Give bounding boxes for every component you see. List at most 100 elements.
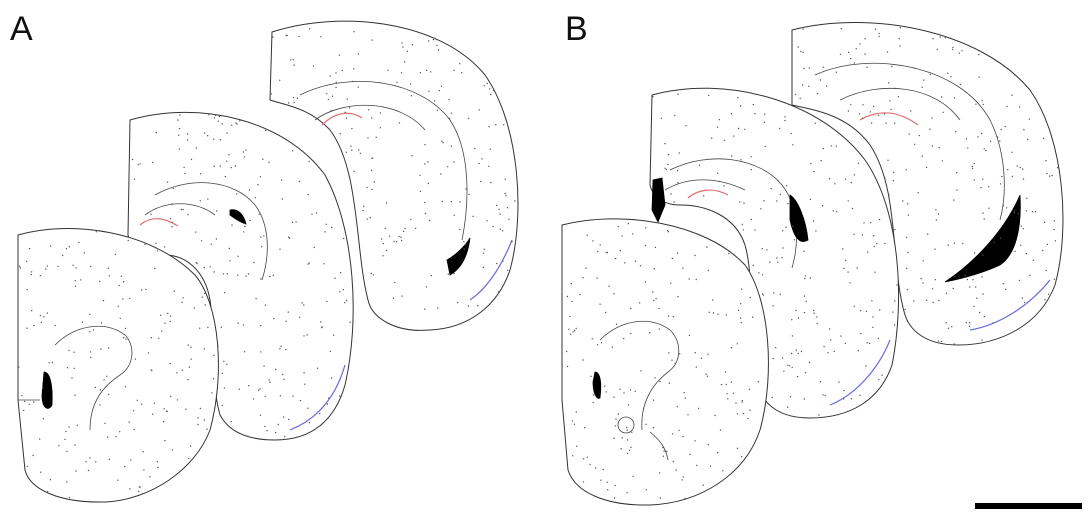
stipple-dot xyxy=(320,321,321,322)
stipple-dot xyxy=(616,324,617,325)
stipple-dot xyxy=(597,344,598,345)
stipple-dot xyxy=(213,355,214,356)
stipple-dot xyxy=(843,390,844,391)
stipple-dot xyxy=(178,135,179,136)
stipple-dot xyxy=(682,479,683,480)
stipple-dot xyxy=(1000,238,1001,239)
stipple-dot xyxy=(670,193,671,194)
stipple-dot xyxy=(275,432,276,433)
stipple-dot xyxy=(599,304,600,305)
stipple-dot xyxy=(829,178,830,179)
stipple-dot xyxy=(330,75,331,76)
stipple-dot xyxy=(172,449,173,450)
stipple-dot xyxy=(1055,240,1056,241)
stipple-dot xyxy=(213,271,214,272)
stipple-dot xyxy=(740,105,741,106)
stipple-dot xyxy=(845,260,846,261)
stipple-dot xyxy=(606,391,607,392)
stipple-dot xyxy=(100,389,101,390)
stipple-dot xyxy=(210,266,211,267)
stipple-dot xyxy=(1029,118,1030,119)
stipple-dot xyxy=(802,52,803,53)
stipple-dot xyxy=(848,52,849,53)
stipple-dot xyxy=(1023,228,1024,229)
stipple-dot xyxy=(653,300,654,301)
stipple-dot xyxy=(505,193,506,194)
stipple-dot xyxy=(448,274,449,275)
stipple-dot xyxy=(858,163,859,164)
stipple-dot xyxy=(465,188,466,189)
stipple-dot xyxy=(138,491,139,492)
stipple-dot xyxy=(792,144,793,145)
stipple-dot xyxy=(935,209,936,210)
stipple-dot xyxy=(878,36,879,37)
stipple-dot xyxy=(626,492,627,493)
stipple-dot xyxy=(593,402,594,403)
stipple-dot xyxy=(380,112,381,113)
stipple-dot xyxy=(848,110,849,111)
stipple-dot xyxy=(673,201,674,202)
stipple-dot xyxy=(583,481,584,482)
stipple-dot xyxy=(68,426,69,427)
stipple-dot xyxy=(1023,178,1024,179)
stipple-dot xyxy=(495,124,496,125)
stipple-dot xyxy=(453,161,454,162)
stipple-dot xyxy=(676,469,677,470)
stipple-dot xyxy=(950,76,951,77)
stipple-dot xyxy=(1048,294,1049,295)
stipple-dot xyxy=(208,114,209,115)
stipple-dot xyxy=(827,352,828,353)
stipple-dot xyxy=(316,212,317,213)
stipple-dot xyxy=(923,260,924,261)
stipple-dot xyxy=(841,28,842,29)
stipple-dot xyxy=(132,159,133,160)
stipple-dot xyxy=(490,94,491,95)
stipple-dot xyxy=(143,469,144,470)
stipple-dot xyxy=(726,393,727,394)
stipple-dot xyxy=(370,217,371,218)
stipple-dot xyxy=(150,213,151,214)
stipple-dot xyxy=(859,113,860,114)
stipple-dot xyxy=(352,81,353,82)
stipple-dot xyxy=(226,161,227,162)
stipple-dot xyxy=(626,427,627,428)
stipple-dot xyxy=(104,423,105,424)
stipple-dot xyxy=(157,250,158,251)
stipple-dot xyxy=(590,376,591,377)
stipple-dot xyxy=(1017,165,1018,166)
stipple-dot xyxy=(899,45,900,46)
stipple-dot xyxy=(775,347,776,348)
stipple-dot xyxy=(919,135,920,136)
stipple-dot xyxy=(627,453,628,454)
stipple-dot xyxy=(366,187,367,188)
stipple-dot xyxy=(216,238,217,239)
stipple-dot xyxy=(872,327,873,328)
stipple-dot xyxy=(576,446,577,447)
stipple-dot xyxy=(261,246,262,247)
stipple-dot xyxy=(763,200,764,201)
stipple-dot xyxy=(731,155,732,156)
stipple-dot xyxy=(279,249,280,250)
stipple-dot xyxy=(323,263,324,264)
stipple-dot xyxy=(906,237,907,238)
stipple-dot xyxy=(1033,260,1034,261)
stipple-dot xyxy=(181,209,182,210)
stipple-dot xyxy=(269,276,270,277)
stipple-dot xyxy=(926,167,927,168)
stipple-dot xyxy=(436,45,437,46)
stipple-dot xyxy=(742,224,743,225)
stipple-dot xyxy=(287,35,288,36)
stipple-dot xyxy=(483,249,484,250)
stipple-dot xyxy=(428,40,429,41)
stipple-dot xyxy=(754,229,755,230)
stipple-dot xyxy=(463,241,464,242)
stipple-dot xyxy=(385,228,386,229)
stipple-dot xyxy=(906,268,907,269)
stipple-dot xyxy=(719,119,720,120)
stipple-dot xyxy=(222,123,223,124)
stipple-dot xyxy=(874,272,875,273)
stipple-dot xyxy=(89,314,90,315)
stipple-dot xyxy=(154,268,155,269)
stipple-dot xyxy=(85,461,86,462)
stipple-dot xyxy=(750,297,751,298)
